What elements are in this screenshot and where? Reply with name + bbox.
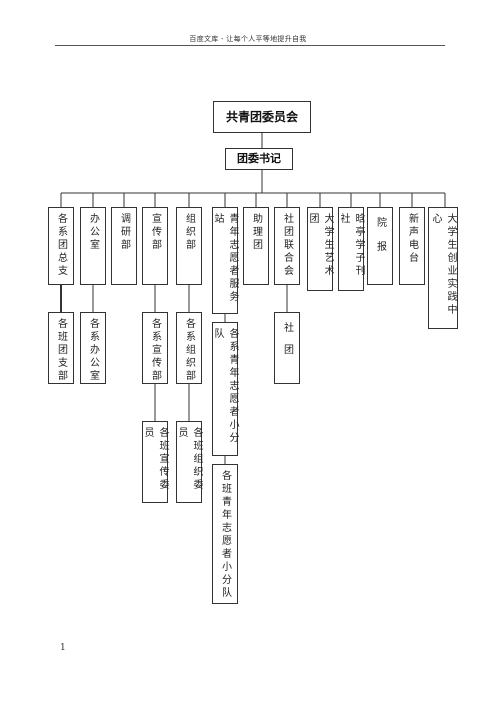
dept-label: 新声电台 <box>406 213 418 265</box>
page-header: 百度文库 - 让每个人平等地提升自我 <box>189 35 307 43</box>
header-divider <box>55 45 445 46</box>
dept-radio-station: 新声电台 <box>399 207 425 285</box>
dept-label: 大学生艺术团 <box>307 213 333 278</box>
dept-label: 社团联合会 <box>281 213 293 278</box>
dept-organization: 组织部 <box>176 207 202 285</box>
sub-label: 各系组织部 <box>183 318 195 383</box>
dept-label: 宣传部 <box>149 213 161 252</box>
dept-league-general-branch: 各系团总支 <box>48 207 74 285</box>
sub-class-volunteer-team: 各班青年志愿者小分队 <box>212 464 238 604</box>
top-committee-label: 共青团委员会 <box>225 110 298 124</box>
sub-label: 各班组织委员 <box>176 427 202 492</box>
sub-dept-organization: 各系组织部 <box>176 312 202 384</box>
sub-label: 各班青年志愿者小分队 <box>219 470 231 600</box>
dept-publicity: 宣传部 <box>142 207 168 285</box>
dept-label: 组织部 <box>183 213 195 252</box>
dept-label: 各系团总支 <box>55 213 67 278</box>
sub-label: 各系办公室 <box>87 318 99 383</box>
dept-art-troupe: 大学生艺术团 <box>307 207 333 291</box>
dept-office: 办公室 <box>80 207 106 285</box>
dept-label: 院报 <box>374 217 386 265</box>
sub-class-league-branch: 各班团支部 <box>48 312 74 384</box>
page-number: 1 <box>60 643 66 653</box>
sub-label: 各系宣传部 <box>149 318 161 383</box>
dept-label: 助理团 <box>250 213 262 252</box>
dept-volunteer-station: 青年志愿者服务站 <box>212 207 238 314</box>
sub-dept-volunteer-team: 各系青年志愿者小分队 <box>212 322 238 456</box>
sub-clubs: 社团 <box>274 312 300 384</box>
dept-journal-society: 晗亭学子刊社 <box>338 207 364 291</box>
dept-label: 大学生创业实践中心 <box>430 213 456 317</box>
dept-label: 青年志愿者服务站 <box>212 213 238 304</box>
dept-entrepreneurship-center: 大学生创业实践中心 <box>428 207 458 329</box>
dept-label: 晗亭学子刊社 <box>338 213 364 278</box>
sub-dept-publicity: 各系宣传部 <box>142 312 168 384</box>
sub-class-organization-member: 各班组织委员 <box>176 421 202 503</box>
dept-research: 调研部 <box>111 207 137 285</box>
top-committee-box: 共青团委员会 <box>213 101 311 133</box>
sub-class-publicity-member: 各班宣传委员 <box>142 421 168 503</box>
sub-label: 各系青年志愿者小分队 <box>212 328 238 445</box>
sub-label: 各班宣传委员 <box>142 427 168 492</box>
dept-label: 调研部 <box>118 213 130 252</box>
dept-label: 办公室 <box>87 213 99 252</box>
dept-club-federation: 社团联合会 <box>274 207 300 285</box>
dept-assistant-group: 助理团 <box>243 207 269 285</box>
secretary-label: 团委书记 <box>237 152 281 165</box>
sub-dept-office: 各系办公室 <box>80 312 106 384</box>
secretary-box: 团委书记 <box>225 148 293 170</box>
sub-label: 各班团支部 <box>55 318 67 383</box>
sub-label: 社团 <box>281 322 293 366</box>
dept-college-paper: 院报 <box>367 207 393 285</box>
